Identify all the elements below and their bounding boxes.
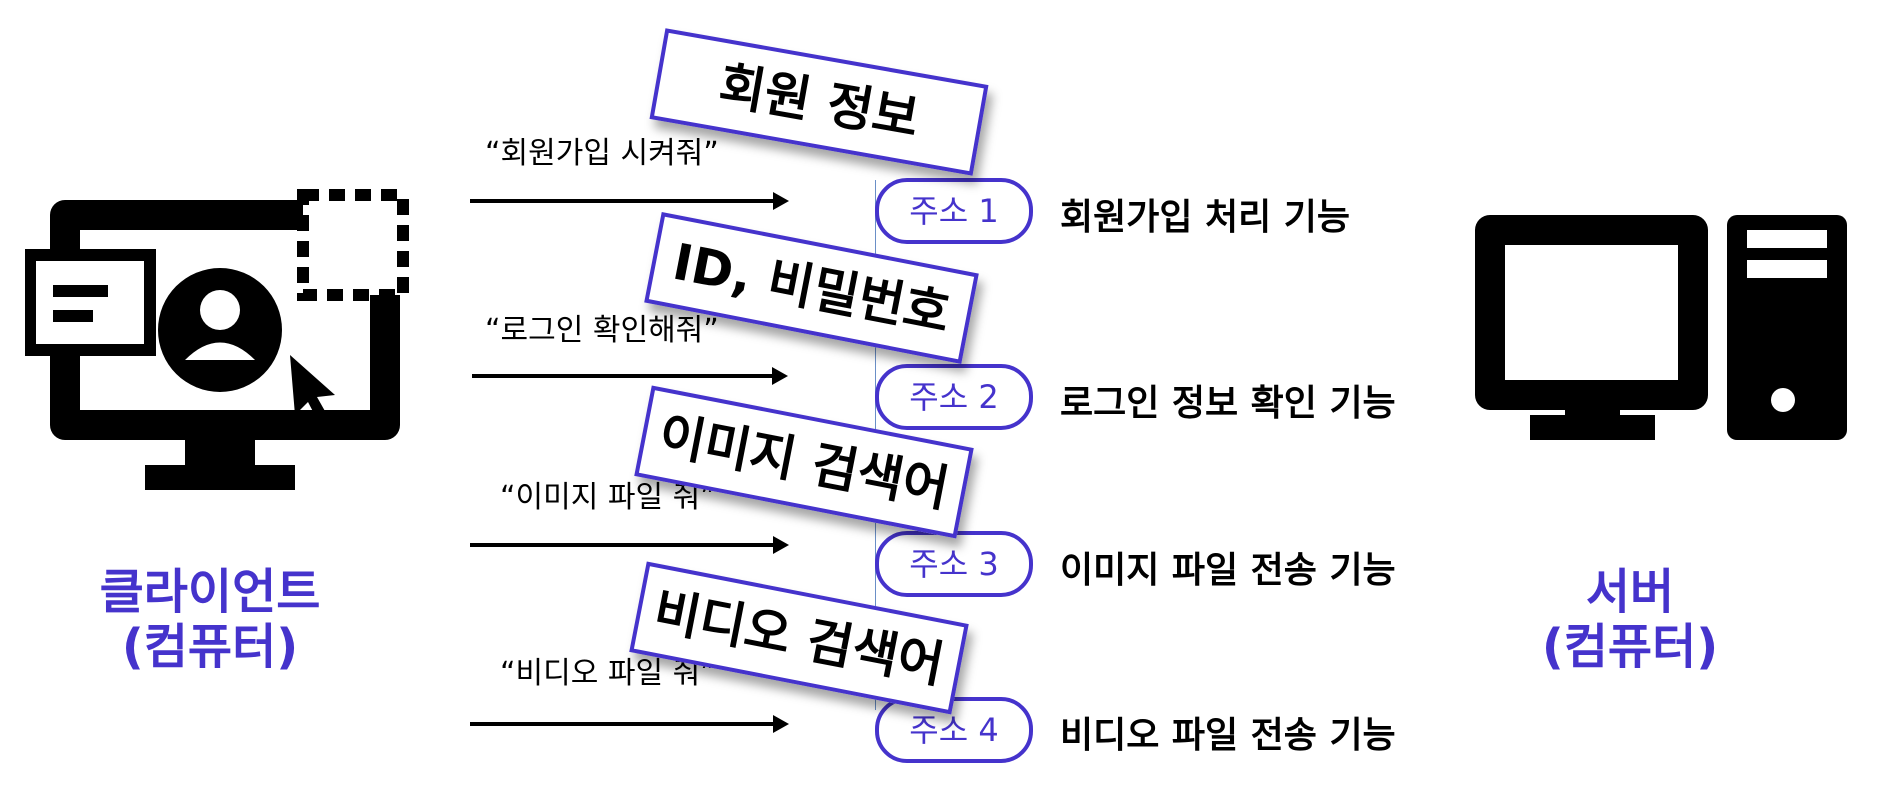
request-text-1: “회원가입 시켜줘” — [485, 136, 719, 171]
request-arrow-3 — [470, 536, 789, 554]
client-label: 클라이언트 (컴퓨터) — [99, 564, 321, 676]
request-text-2: “로그인 확인해줘” — [485, 313, 719, 348]
request-arrow-1 — [470, 192, 789, 210]
address-pill-1: 주소 1 — [875, 178, 1033, 244]
address-pill-3: 주소 3 — [875, 531, 1033, 597]
client-computer-user-icon — [25, 189, 409, 490]
request-text-3: “이미지 파일 줘” — [500, 480, 716, 515]
function-label-4: 비디오 파일 전송 기능 — [1060, 715, 1396, 756]
request-arrow-2 — [472, 367, 788, 385]
function-label-1: 회원가입 처리 기능 — [1060, 197, 1351, 238]
address-pill-4: 주소 4 — [875, 697, 1033, 763]
server-label: 서버 (컴퓨터) — [1541, 564, 1719, 676]
function-label-2: 로그인 정보 확인 기능 — [1060, 383, 1396, 424]
function-label-3: 이미지 파일 전송 기능 — [1060, 550, 1396, 591]
request-arrow-4 — [470, 715, 789, 733]
address-pill-2: 주소 2 — [875, 364, 1033, 430]
server-desktop-tower-icon — [1475, 215, 1847, 440]
